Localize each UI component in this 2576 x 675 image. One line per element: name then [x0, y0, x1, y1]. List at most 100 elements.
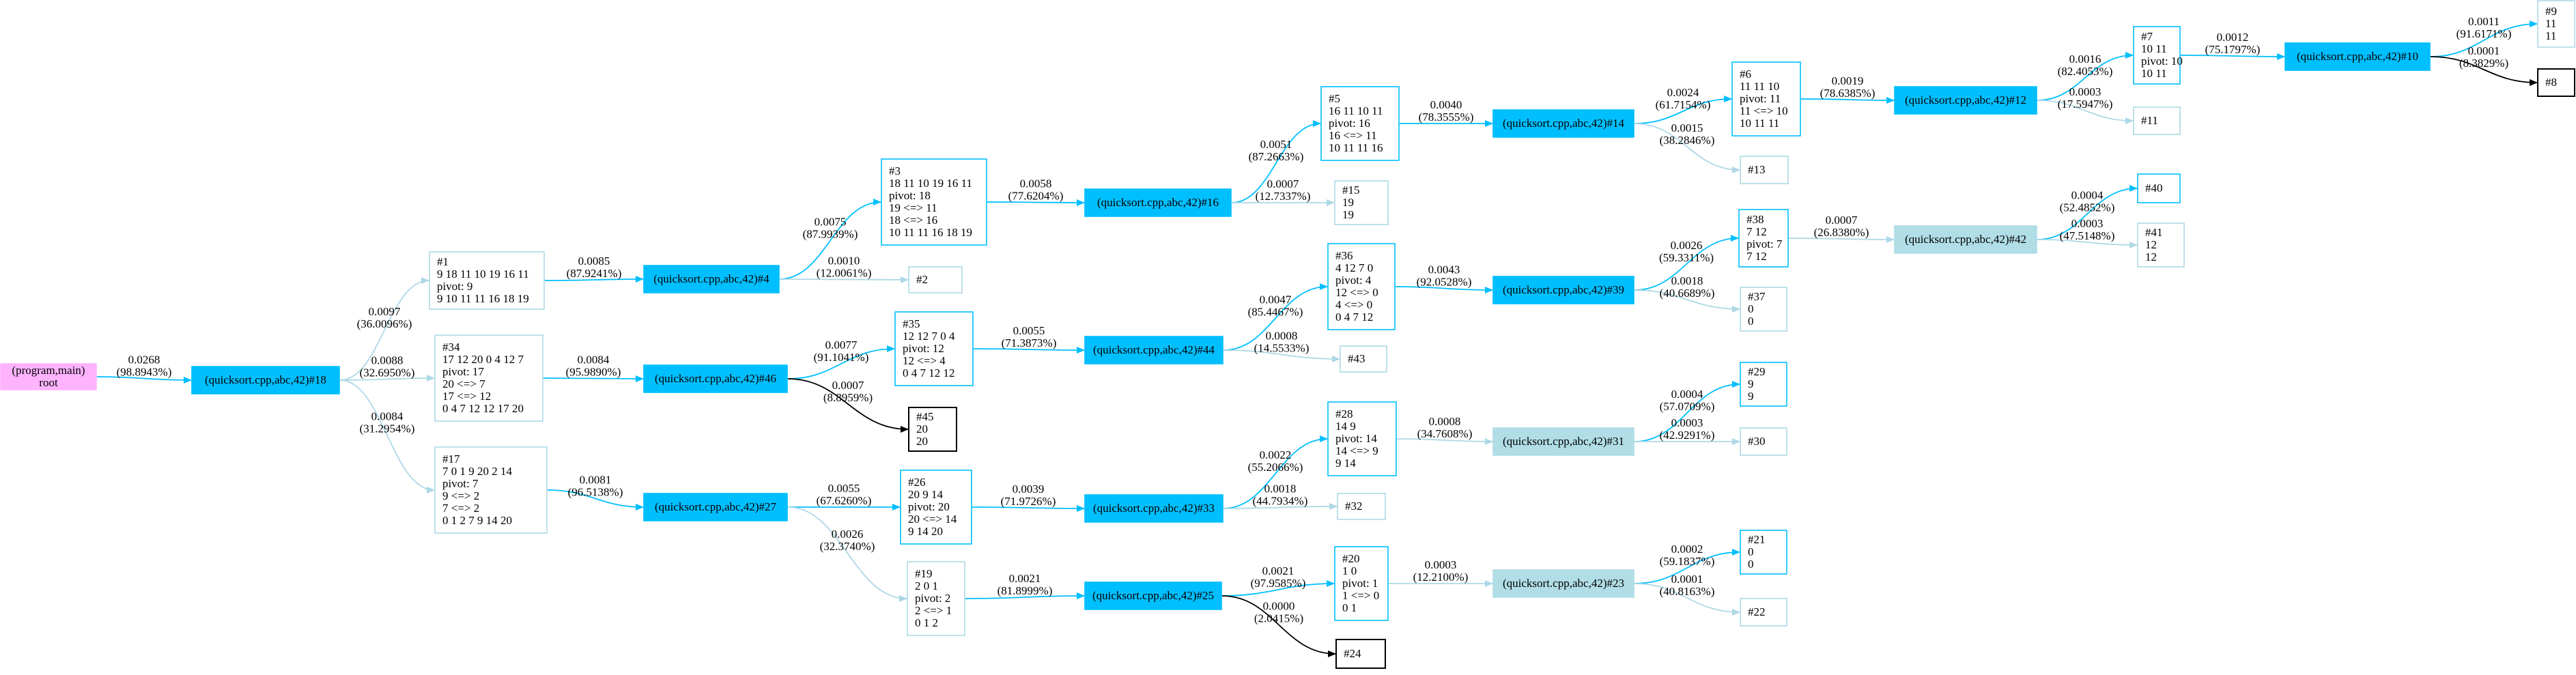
node-label: 0	[1748, 315, 1754, 328]
edge-c10-n8: 0.0001(8.3829%)	[2430, 44, 2538, 86]
node-box-c12	[1894, 86, 2037, 115]
node-label: (quicksort.cpp,abc,42)#18	[205, 373, 326, 386]
edge-label: (71.3873%)	[1002, 336, 1057, 349]
node-label: pivot: 11	[1740, 92, 1781, 105]
node-label: (program,main)	[12, 364, 85, 377]
edge-label: (75.1797%)	[2205, 43, 2261, 56]
edge-label: 0.0015	[1671, 121, 1703, 134]
node-n2: #2	[908, 266, 963, 293]
node-label: 10 11 11	[1740, 117, 1779, 130]
node-box-c14	[1492, 109, 1634, 138]
node-label: (quicksort.cpp,abc,42)#23	[1503, 577, 1624, 590]
edge-label: 0.0043	[1428, 263, 1460, 276]
node-box-n5	[1320, 86, 1400, 161]
node-label: 11	[2545, 29, 2556, 42]
node-label: (quicksort.cpp,abc,42)#25	[1092, 589, 1214, 602]
node-box-n45	[908, 407, 957, 452]
node-label: 4 <=> 0	[1335, 298, 1372, 311]
edge-c12-n7: 0.0016(82.4053%)	[2037, 52, 2134, 101]
node-label: (quicksort.cpp,abc,42)#16	[1097, 196, 1219, 209]
edge-label: 0.0003	[2071, 217, 2104, 230]
edge-label: 0.0055	[828, 482, 860, 495]
node-label: 7 0 1 9 20 2 14	[442, 465, 513, 478]
edge-c33-n28: 0.0022(55.2066%)	[1223, 435, 1328, 509]
node-label: pivot: 9	[437, 280, 472, 293]
node-label: 9 10 11 11 16 18 19	[437, 292, 529, 305]
edge-n7-c10: 0.0012(75.1797%)	[2180, 31, 2285, 60]
node-label: (quicksort.cpp,abc,42)#33	[1093, 502, 1215, 515]
node-c23: (quicksort.cpp,abc,42)#23	[1492, 569, 1634, 598]
node-label: #24	[1344, 647, 1361, 660]
edge-label: (12.2100%)	[1413, 571, 1469, 584]
node-label: 7 12	[1746, 250, 1767, 263]
node-label: 20 9 14	[908, 488, 944, 501]
edge-line	[2430, 56, 2538, 86]
node-box-n36	[1327, 243, 1396, 330]
edge-line	[1788, 235, 1895, 243]
edge-label: (78.6385%)	[1820, 87, 1876, 100]
edge-line	[1223, 349, 1340, 362]
edge-line	[1396, 437, 1493, 445]
node-box-c44	[1084, 336, 1223, 364]
edge-line	[787, 506, 907, 602]
node-label: root	[39, 376, 58, 389]
edge-c39-n38: 0.0026(59.3311%)	[1634, 235, 1739, 291]
node-box-n38	[1738, 209, 1789, 268]
edge-n17-c27: 0.0081(96.5138%)	[547, 474, 644, 511]
node-label: #21	[1748, 533, 1766, 546]
edge-line	[544, 276, 644, 283]
edge-c46-n45: 0.0007(8.8959%)	[787, 378, 909, 433]
edge-line	[1634, 289, 1740, 313]
node-n13: #13	[1740, 156, 1789, 184]
node-label: (quicksort.cpp,abc,42)#39	[1503, 283, 1624, 296]
node-label: #45	[916, 410, 934, 423]
edge-label: (47.5148%)	[2060, 229, 2115, 242]
edge-c44-n36: 0.0047(85.4467%)	[1223, 283, 1328, 351]
edge-label: 0.0018	[1264, 483, 1297, 496]
edge-c46-n35: 0.0077(91.1041%)	[787, 339, 895, 379]
node-label: pivot: 4	[1335, 274, 1372, 287]
node-box-c18	[191, 366, 340, 394]
node-label: 0 1	[1342, 601, 1357, 614]
node-n43: #43	[1340, 345, 1387, 373]
node-label: #28	[1335, 407, 1353, 420]
edge-label: (40.8163%)	[1660, 585, 1715, 598]
node-label: 18 <=> 16	[889, 214, 937, 227]
edge-line	[965, 592, 1085, 600]
node-label: (quicksort.cpp,abc,42)#10	[2297, 50, 2418, 63]
node-label: 19	[1342, 196, 1354, 209]
edge-label: 0.0002	[1671, 543, 1703, 556]
node-label: 20 <=> 7	[442, 377, 485, 390]
node-label: #15	[1342, 184, 1360, 197]
edge-line	[339, 375, 435, 382]
edge-label: (12.7337%)	[1256, 190, 1311, 203]
node-n30: #30	[1740, 427, 1787, 456]
node-label: (quicksort.cpp,abc,42)#44	[1093, 343, 1215, 356]
node-label: 0	[1748, 558, 1754, 571]
edge-label: 0.0040	[1430, 98, 1462, 111]
edge-label: 0.0001	[2468, 44, 2500, 57]
node-label: 12 <=> 0	[1335, 286, 1378, 299]
edge-line	[2037, 100, 2134, 124]
edge-line	[1634, 123, 1740, 173]
node-label: (quicksort.cpp,abc,42)#4	[653, 272, 769, 285]
edge-n28-c31: 0.0008(34.7608%)	[1396, 415, 1493, 445]
edge-line	[1634, 549, 1740, 584]
edge-c16-n5: 0.0051(87.2663%)	[1231, 120, 1321, 203]
edge-n19-c25: 0.0021(81.8999%)	[965, 572, 1085, 600]
edge-label: 0.0097	[369, 305, 401, 318]
node-label: 1 0	[1342, 564, 1357, 577]
edge-label: 0.0011	[2468, 15, 2500, 28]
edge-line	[972, 504, 1085, 512]
edge-label: 0.0019	[1832, 74, 1864, 87]
node-n21: #2100	[1740, 530, 1787, 575]
node-label: #22	[1748, 605, 1766, 618]
node-label: 20	[916, 435, 928, 448]
node-box-n24	[1335, 639, 1386, 669]
edge-line	[547, 489, 644, 511]
